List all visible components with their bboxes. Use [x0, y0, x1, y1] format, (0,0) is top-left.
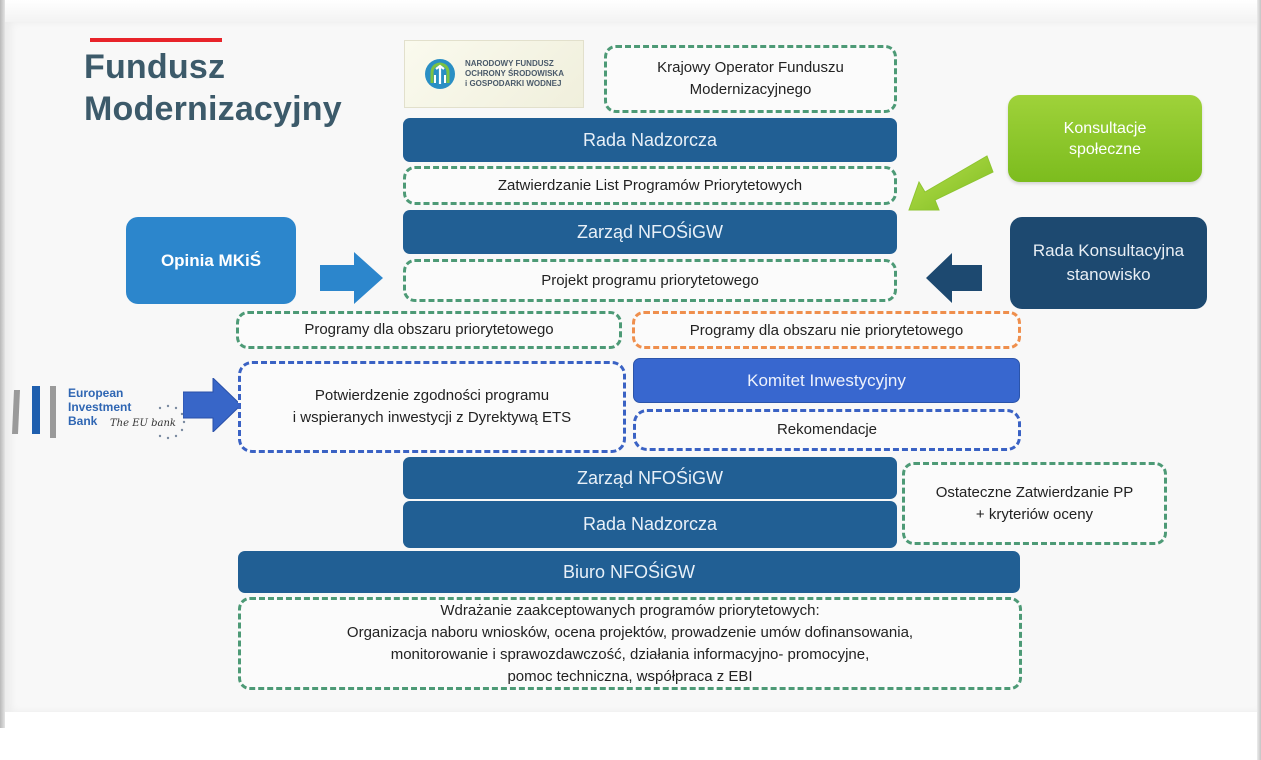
rada-konsultacyjna-line-2: stanowisko [1066, 265, 1151, 284]
rekomendacje-box: Rekomendacje [633, 409, 1021, 451]
arrow-left-icon [926, 253, 982, 303]
wdrazanie-line-3: monitorowanie i sprawozdawczość, działan… [390, 645, 870, 663]
page-title: Fundusz Modernizacyjny [84, 46, 342, 130]
nfosigw-logo-line-1: NARODOWY FUNDUSZ [465, 59, 554, 68]
opinia-mkis-box: Opinia MKiŚ [126, 217, 296, 304]
biuro-box: Biuro NFOŚiGW [238, 551, 1020, 593]
eib-logo-line-1: European [68, 386, 124, 400]
ostateczne-line-1: Ostateczne Zatwierdzanie PP [935, 483, 1134, 501]
krajowy-operator-line-1: Krajowy Operator Funduszu [657, 59, 844, 76]
title-accent-line [90, 38, 222, 42]
eib-logo: European Investment Bank The EU bank [10, 382, 195, 452]
programy-priorytetowe-label: Programy dla obszaru priorytetowego [304, 321, 554, 338]
rada-konsultacyjna-line-1: Rada Konsultacyjna [1032, 241, 1185, 260]
rekomendacje-label: Rekomendacje [776, 421, 878, 438]
rada-nadzorcza-top-box: Rada Nadzorcza [403, 118, 897, 162]
programy-nie-priorytetowe-box: Programy dla obszaru nie priorytetowego [632, 311, 1021, 349]
ostateczne-zatwierdzanie-box: Ostateczne Zatwierdzanie PP + kryteriów … [902, 462, 1167, 545]
biuro-label: Biuro NFOŚiGW [562, 561, 695, 582]
zarzad-top-label: Zarząd NFOŚiGW [576, 221, 723, 242]
projekt-programu-box: Projekt programu priorytetowego [403, 259, 897, 302]
krajowy-operator-line-2: Modernizacyjnego [689, 81, 812, 98]
eib-logo-icon [12, 386, 56, 438]
arrow-right-icon [320, 252, 383, 304]
nfosigw-logo-line-3: i GOSPODARKI WODNEJ [465, 79, 562, 88]
eib-arrow-right-icon [183, 378, 242, 432]
wdrazanie-line-4: pomoc techniczna, współpraca z EBI [507, 667, 753, 685]
wdrazanie-box: Wdrażanie zaakceptowanych programów prio… [238, 597, 1022, 690]
zatwierdzanie-list-box: Zatwierdzanie List Programów Priorytetow… [403, 166, 897, 205]
konsultacje-spoleczne-box: Konsultacje społeczne [1008, 95, 1202, 182]
zarzad-top-box: Zarząd NFOŚiGW [403, 210, 897, 254]
slide-frame-left [0, 0, 5, 728]
title-line-2: Modernizacyjny [84, 90, 342, 128]
rada-nadzorcza-bottom-label: Rada Nadzorcza [582, 514, 718, 534]
zatwierdzanie-list-label: Zatwierdzanie List Programów Priorytetow… [497, 176, 803, 194]
potwierdzenie-line-2: i wspieranych inwestycji z Dyrektywą ETS [292, 409, 572, 426]
rada-konsultacyjna-box: Rada Konsultacyjna stanowisko [1010, 217, 1207, 309]
potwierdzenie-line-1: Potwierdzenie zgodności programu [314, 387, 550, 404]
programy-priorytetowe-box: Programy dla obszaru priorytetowego [236, 311, 622, 349]
nfosigw-logo-icon [425, 59, 455, 89]
nfosigw-logo-line-2: OCHRONY ŚRODOWISKA [465, 69, 564, 78]
projekt-programu-label: Projekt programu priorytetowego [541, 271, 759, 289]
eib-logo-line-2: Investment [68, 400, 132, 414]
komitet-inwestycyjny-box: Komitet Inwestycyjny [633, 358, 1020, 403]
konsultacje-line-1: Konsultacje [1063, 119, 1147, 137]
programy-nie-priorytetowe-label: Programy dla obszaru nie priorytetowego [689, 321, 964, 339]
opinia-mkis-label: Opinia MKiŚ [160, 250, 262, 270]
title-line-1: Fundusz [84, 48, 226, 86]
komitet-inwestycyjny-label: Komitet Inwestycyjny [747, 370, 906, 390]
eib-logo-line-3: Bank [68, 414, 98, 428]
zarzad-bottom-label: Zarząd NFOŚiGW [576, 467, 723, 488]
konsultacje-line-2: społeczne [1068, 140, 1142, 158]
rada-nadzorcza-bottom-box: Rada Nadzorcza [403, 501, 897, 548]
ostateczne-line-2: + kryteriów oceny [975, 505, 1094, 523]
green-diagonal-arrow-icon [908, 155, 994, 211]
slide-frame-right [1257, 0, 1261, 760]
wdrazanie-line-2: Organizacja naboru wniosków, ocena proje… [346, 623, 914, 641]
rada-nadzorcza-top-label: Rada Nadzorcza [582, 129, 718, 150]
nfosigw-logo: NARODOWY FUNDUSZ OCHRONY ŚRODOWISKA i GO… [404, 40, 584, 108]
wdrazanie-line-1: Wdrażanie zaakceptowanych programów prio… [440, 601, 820, 619]
slide-frame-top [5, 0, 1257, 22]
eu-stars-icon [158, 404, 186, 440]
eib-tagline: The EU bank [110, 418, 176, 429]
potwierdzenie-zgodnosci-box: Potwierdzenie zgodności programu i wspie… [238, 361, 626, 453]
zarzad-bottom-box: Zarząd NFOŚiGW [403, 457, 897, 499]
krajowy-operator-box: Krajowy Operator Funduszu Modernizacyjne… [604, 45, 897, 113]
